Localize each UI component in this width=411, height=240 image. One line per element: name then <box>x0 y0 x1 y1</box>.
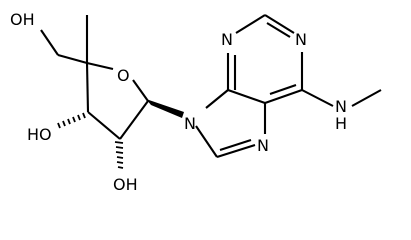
structure-canvas: OH O HO OH N N N N N H <box>10 10 382 194</box>
atom-label-nh-h: H <box>335 114 347 133</box>
atom-label-n7: N <box>257 136 269 155</box>
bond-c8-n7-inner <box>219 139 252 151</box>
atom-label-nh-n: N <box>335 97 347 116</box>
atom-label-oh-top: OH <box>10 10 35 29</box>
bond-c2-c3 <box>87 111 121 140</box>
atom-label-o-ring: O <box>117 66 130 85</box>
bond-c4-ch2 <box>57 53 88 65</box>
bond-c6-nh <box>301 89 334 107</box>
bond-c6-c5-inner <box>269 84 297 95</box>
hash-c2-oh <box>114 141 124 169</box>
bond-c2-n1-inner <box>266 22 291 38</box>
bond-c3-c4 <box>85 62 90 113</box>
atom-label-n9: N <box>184 114 196 133</box>
bond-c1-c2 <box>119 100 149 140</box>
atom-label-oh-bottom: OH <box>113 175 138 194</box>
bond-c2-n1 <box>264 14 295 34</box>
bond-c6-c5 <box>264 89 303 104</box>
hash-c3-oh <box>57 112 86 129</box>
bond-n3-c2 <box>235 14 266 34</box>
chemical-structure-diagram: OH O HO OH N N N N N H <box>10 10 382 194</box>
atom-labels: OH O HO OH N N N N N H <box>10 10 347 194</box>
bond-c4-o <box>86 61 114 71</box>
atom-label-oh-left: HO <box>27 125 52 144</box>
bond-c8-n7 <box>216 143 256 159</box>
bond-o-c1 <box>132 79 149 102</box>
atom-label-n3: N <box>221 30 233 49</box>
bond-ch2-oh <box>40 29 59 56</box>
bond-n9-c8 <box>195 125 218 158</box>
bond-c5-c4 <box>227 89 266 104</box>
bond-c4-n9 <box>205 89 229 109</box>
ribose-ring <box>40 15 184 169</box>
bond-nh-methyl <box>351 89 382 107</box>
purine-system <box>195 14 382 159</box>
wedge-c1-n9 <box>146 99 184 118</box>
atom-label-n1: N <box>295 30 307 49</box>
